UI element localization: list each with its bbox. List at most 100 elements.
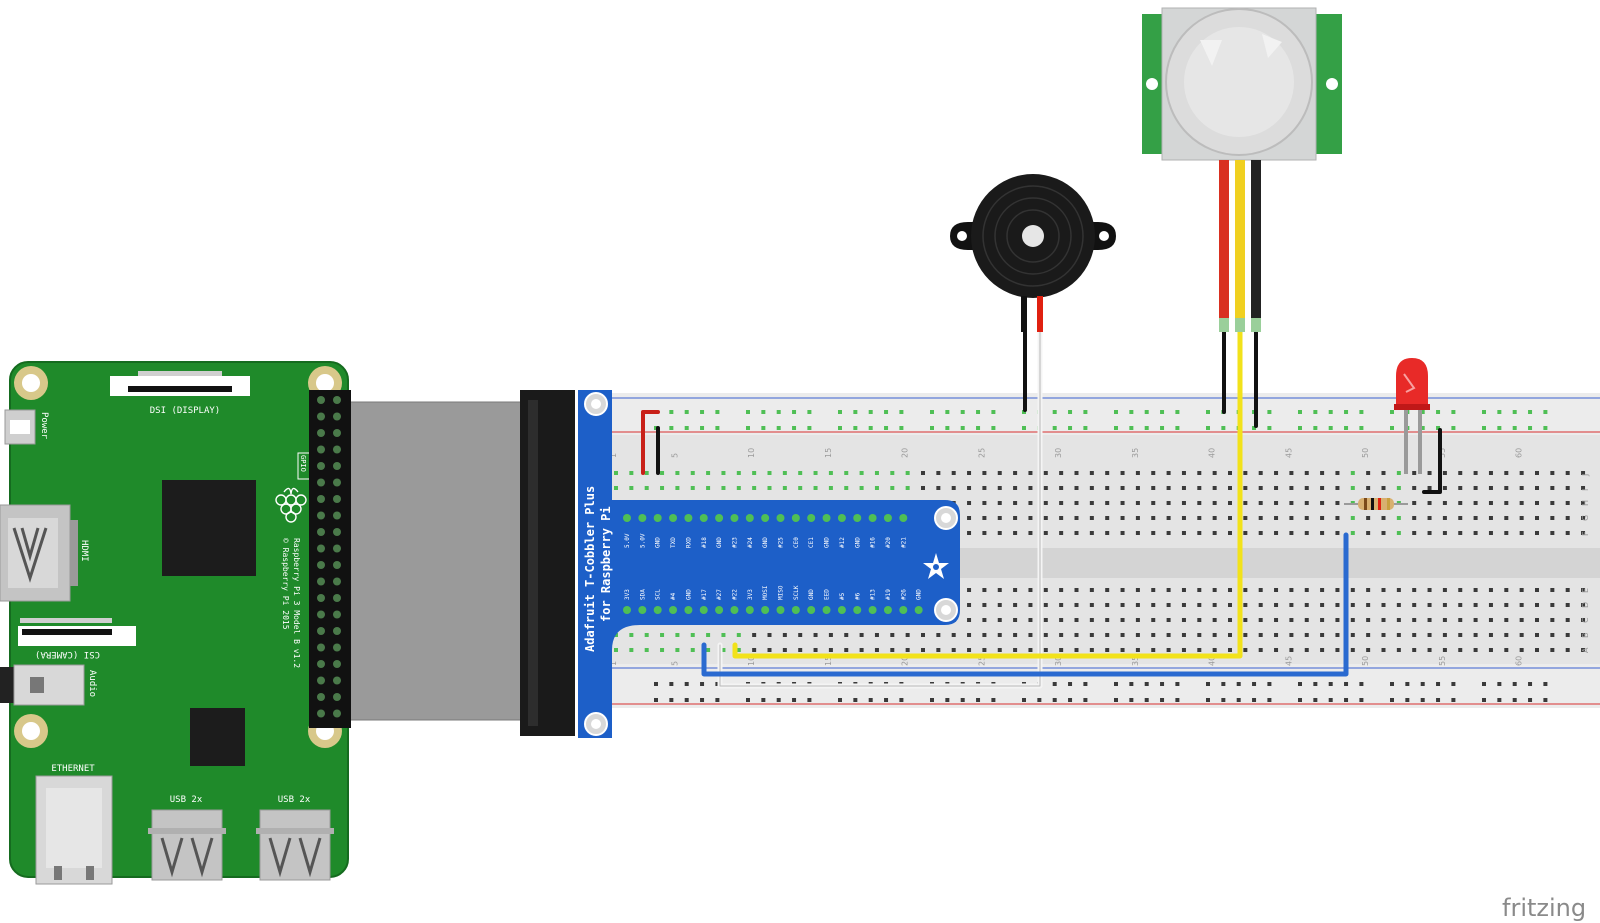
rail-hole[interactable]: [1052, 426, 1057, 430]
breadboard-hole[interactable]: [660, 648, 665, 652]
breadboard-hole[interactable]: [690, 633, 695, 637]
breadboard-hole[interactable]: [1289, 588, 1294, 592]
rail-hole[interactable]: [960, 410, 965, 414]
breadboard-hole[interactable]: [1212, 618, 1217, 622]
breadboard-hole[interactable]: [967, 618, 972, 622]
breadboard-hole[interactable]: [1519, 531, 1524, 535]
breadboard-hole[interactable]: [1535, 501, 1539, 505]
breadboard-hole[interactable]: [1366, 531, 1371, 535]
rail-hole[interactable]: [1129, 410, 1134, 414]
breadboard-hole[interactable]: [890, 486, 895, 490]
breadboard-hole[interactable]: [1105, 648, 1110, 652]
rail-hole[interactable]: [1114, 698, 1118, 702]
breadboard-hole[interactable]: [1504, 531, 1509, 535]
rail-hole[interactable]: [1451, 426, 1456, 430]
rail-hole[interactable]: [1114, 682, 1118, 686]
breadboard-hole[interactable]: [1274, 648, 1279, 652]
breadboard-hole[interactable]: [1258, 603, 1263, 607]
breadboard-hole[interactable]: [1350, 516, 1355, 520]
breadboard-hole[interactable]: [1181, 603, 1186, 607]
breadboard-hole[interactable]: [767, 633, 772, 637]
breadboard-hole[interactable]: [813, 471, 818, 475]
breadboard-hole[interactable]: [1535, 471, 1539, 475]
rail-hole[interactable]: [1436, 698, 1441, 702]
rail-hole[interactable]: [991, 698, 996, 702]
breadboard-hole[interactable]: [1581, 486, 1586, 490]
rail-hole[interactable]: [1482, 698, 1486, 702]
breadboard-hole[interactable]: [1228, 531, 1232, 535]
rail-hole[interactable]: [776, 410, 781, 414]
breadboard-hole[interactable]: [1105, 501, 1110, 505]
rail-hole[interactable]: [1160, 698, 1165, 702]
breadboard-hole[interactable]: [1120, 471, 1125, 475]
breadboard-hole[interactable]: [1335, 618, 1340, 622]
breadboard-hole[interactable]: [1320, 648, 1325, 652]
breadboard-hole[interactable]: [997, 618, 1002, 622]
breadboard-hole[interactable]: [1043, 486, 1048, 490]
breadboard-hole[interactable]: [813, 486, 818, 490]
breadboard-hole[interactable]: [644, 648, 649, 652]
breadboard-hole[interactable]: [1565, 501, 1570, 505]
breadboard-hole[interactable]: [1565, 486, 1570, 490]
breadboard-hole[interactable]: [1166, 648, 1171, 652]
breadboard-hole[interactable]: [982, 501, 987, 505]
rail-hole[interactable]: [1052, 682, 1057, 686]
breadboard-hole[interactable]: [1381, 486, 1386, 490]
breadboard-hole[interactable]: [890, 633, 895, 637]
rail-hole[interactable]: [669, 410, 674, 414]
breadboard-hole[interactable]: [1473, 603, 1478, 607]
breadboard-hole[interactable]: [1304, 486, 1309, 490]
breadboard-hole[interactable]: [644, 471, 649, 475]
rail-hole[interactable]: [991, 410, 996, 414]
breadboard-hole[interactable]: [1320, 603, 1325, 607]
rail-hole[interactable]: [884, 410, 889, 414]
breadboard-hole[interactable]: [1320, 618, 1325, 622]
breadboard-hole[interactable]: [1442, 588, 1447, 592]
breadboard-hole[interactable]: [1335, 648, 1340, 652]
breadboard-hole[interactable]: [828, 648, 833, 652]
rail-hole[interactable]: [1543, 682, 1548, 686]
breadboard-hole[interactable]: [1212, 588, 1217, 592]
breadboard-hole[interactable]: [767, 486, 772, 490]
breadboard-hole[interactable]: [982, 471, 987, 475]
rail-hole[interactable]: [930, 426, 934, 430]
breadboard-hole[interactable]: [629, 486, 634, 490]
rail-hole[interactable]: [1543, 426, 1548, 430]
breadboard-hole[interactable]: [1519, 588, 1524, 592]
breadboard-hole[interactable]: [1274, 516, 1279, 520]
breadboard-hole[interactable]: [1458, 618, 1463, 622]
rail-hole[interactable]: [1528, 698, 1533, 702]
breadboard-hole[interactable]: [859, 648, 864, 652]
breadboard-hole[interactable]: [921, 471, 925, 475]
rail-hole[interactable]: [1052, 698, 1057, 702]
breadboard-hole[interactable]: [1166, 588, 1171, 592]
breadboard-hole[interactable]: [1212, 531, 1217, 535]
breadboard-hole[interactable]: [1289, 471, 1294, 475]
breadboard-hole[interactable]: [1166, 531, 1171, 535]
breadboard-hole[interactable]: [1258, 531, 1263, 535]
breadboard-hole[interactable]: [1013, 648, 1018, 652]
breadboard-hole[interactable]: [1565, 603, 1570, 607]
breadboard-hole[interactable]: [1166, 486, 1171, 490]
breadboard-hole[interactable]: [1059, 471, 1064, 475]
rail-hole[interactable]: [1359, 426, 1364, 430]
breadboard-hole[interactable]: [1473, 516, 1478, 520]
breadboard-hole[interactable]: [1581, 501, 1586, 505]
breadboard-hole[interactable]: [1550, 501, 1555, 505]
breadboard-hole[interactable]: [1028, 633, 1033, 637]
breadboard-hole[interactable]: [1289, 501, 1294, 505]
breadboard-hole[interactable]: [1181, 531, 1186, 535]
rail-hole[interactable]: [1313, 410, 1318, 414]
breadboard-hole[interactable]: [1228, 603, 1232, 607]
breadboard-hole[interactable]: [1089, 486, 1094, 490]
breadboard-hole[interactable]: [1105, 486, 1110, 490]
breadboard-hole[interactable]: [997, 531, 1002, 535]
rail-hole[interactable]: [976, 698, 981, 702]
breadboard-hole[interactable]: [1197, 603, 1202, 607]
rail-hole[interactable]: [1083, 682, 1088, 686]
breadboard-hole[interactable]: [1120, 501, 1125, 505]
breadboard-hole[interactable]: [1320, 531, 1325, 535]
breadboard-hole[interactable]: [1028, 501, 1033, 505]
breadboard-hole[interactable]: [706, 648, 711, 652]
rail-hole[interactable]: [1022, 698, 1026, 702]
